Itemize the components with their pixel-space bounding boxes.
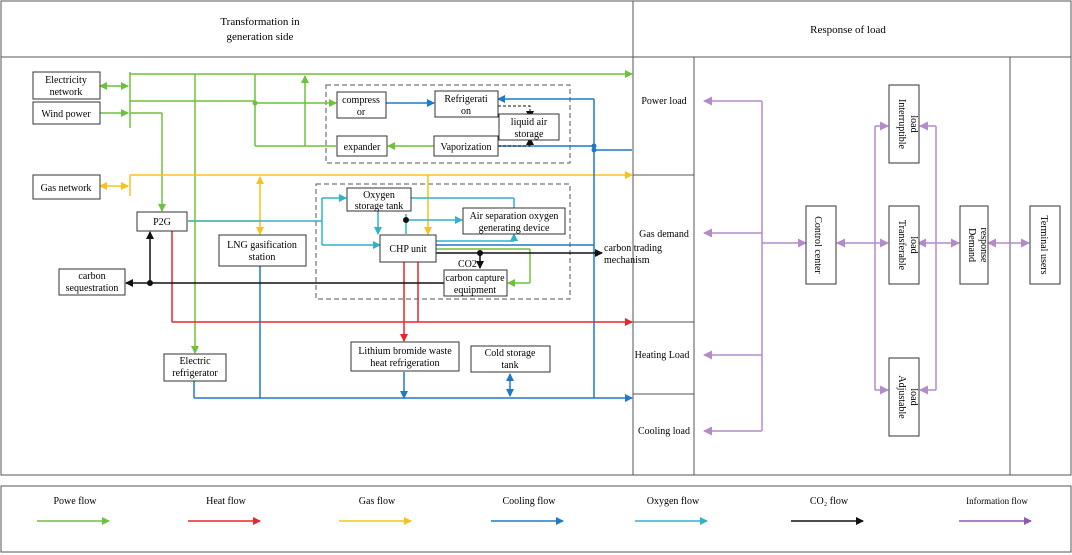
heating-load-label: Heating Load [635, 350, 690, 361]
svg-text:Refrigerati: Refrigerati [444, 94, 488, 105]
legend-label: Information flow [966, 496, 1028, 506]
node-demand-response: Demand response [959, 205, 989, 285]
heat-flow-lines [171, 231, 633, 342]
node-lithium-bromide-refrigeration: Lithium bromide waste heat refrigeration [350, 341, 460, 372]
node-adjustable-load: Adjustable load [888, 357, 920, 437]
node-carbon-capture-equipment: carbon capture equipment [443, 269, 508, 297]
legend-label: Powe flow [53, 496, 97, 507]
legend: Powe flow Heat flow Gas flow Cooling flow Ox… [37, 496, 1032, 525]
label-carbon-trading-mechanism: carbon trading mechanism [604, 243, 662, 266]
svg-text:load: load [908, 115, 919, 132]
node-liquid-air-storage: liquid air storage [498, 113, 560, 141]
legend-label: Heat flow [206, 496, 246, 507]
svg-text:Terminal users: Terminal users [1038, 215, 1049, 274]
legend-label: Oxygen flow [647, 496, 700, 507]
svg-text:carbon capture: carbon capture [445, 273, 505, 284]
node-interruptible-load: Interruptible load [888, 84, 920, 164]
cooling-flow-lines [193, 95, 633, 402]
svg-text:generating device: generating device [479, 223, 550, 234]
node-carbon-sequestration: carbon sequestration [58, 268, 126, 296]
svg-text:refrigerator: refrigerator [172, 368, 218, 379]
co2-label: CO2 [458, 259, 477, 270]
svg-text:storage tank: storage tank [355, 201, 404, 212]
svg-text:Adjustable: Adjustable [896, 375, 907, 419]
node-transferable-load: Transferable load [888, 205, 920, 285]
node-control-center: Control center [805, 205, 837, 285]
liquid-air-subsystem-frame [325, 84, 571, 164]
svg-text:Electricity: Electricity [45, 75, 87, 86]
svg-text:response: response [978, 228, 989, 264]
node-gas-network: Gas network [32, 174, 101, 200]
gas-demand-label: Gas demand [639, 229, 689, 240]
svg-text:Control center: Control center [812, 216, 823, 274]
svg-text:sequestration: sequestration [66, 283, 119, 294]
svg-text:load: load [908, 236, 919, 253]
svg-text:Electric: Electric [179, 356, 211, 367]
svg-text:carbon: carbon [78, 271, 105, 282]
svg-text:liquid air: liquid air [511, 117, 548, 128]
main-frame [0, 0, 1072, 476]
svg-text:Gas network: Gas network [41, 183, 92, 194]
right-section-title: Response of load [810, 24, 886, 36]
svg-text:Vaporization: Vaporization [440, 142, 491, 153]
node-p2g: P2G [136, 211, 188, 232]
node-electric-refrigerator: Electric refrigerator [163, 353, 227, 382]
legend-label: Gas flow [359, 496, 396, 507]
node-electricity-network: Electricity network [32, 71, 101, 100]
left-section-title-line1: Transformation in [220, 16, 300, 28]
node-expander: expander [336, 135, 388, 157]
information-flow-lines [703, 96, 1030, 436]
svg-text:Demand: Demand [966, 228, 977, 262]
svg-text:Air separation oxygen: Air separation oxygen [470, 211, 559, 222]
svg-text:Cold storage: Cold storage [485, 348, 536, 359]
legend-label: Cooling flow [502, 496, 556, 507]
node-cold-storage-tank: Cold storage tank [470, 345, 551, 373]
power-load-label: Power load [641, 96, 686, 107]
svg-text:compress: compress [342, 95, 380, 106]
co2-flow-lines [125, 231, 603, 287]
left-section-title-line2: generation side [227, 31, 294, 43]
node-lng-gasification-station: LNG gasification station [218, 234, 307, 267]
svg-text:Wind power: Wind power [41, 109, 91, 120]
svg-text:Transferable: Transferable [896, 220, 907, 271]
svg-text:on: on [461, 106, 471, 117]
node-vaporization: Vaporization [433, 135, 499, 157]
svg-text:mechanism: mechanism [604, 255, 650, 266]
chp-subsystem-frame [315, 183, 571, 300]
svg-text:carbon trading: carbon trading [604, 243, 662, 254]
svg-text:station: station [249, 252, 276, 263]
svg-text:expander: expander [344, 142, 381, 153]
svg-text:CHP unit: CHP unit [389, 244, 426, 255]
legend-label: CO₂ flow [810, 496, 849, 507]
svg-text:or: or [357, 107, 366, 118]
legend-frame [0, 485, 1072, 553]
svg-text:P2G: P2G [153, 217, 171, 228]
node-refrigeration: Refrigerati on [434, 90, 499, 118]
power-flow-lines [99, 70, 633, 354]
oxygen-flow-lines [188, 194, 518, 249]
svg-text:network: network [50, 87, 83, 98]
node-compressor: compress or [336, 91, 387, 119]
svg-text:storage: storage [515, 129, 544, 140]
svg-text:Oxygen: Oxygen [363, 190, 395, 201]
svg-text:Interruptible: Interruptible [896, 99, 907, 150]
svg-text:Lithium bromide waste: Lithium bromide waste [358, 346, 452, 357]
svg-text:tank: tank [501, 360, 518, 371]
node-wind-power: Wind power [32, 101, 101, 125]
cooling-load-label: Cooling load [638, 426, 690, 437]
node-chp-unit: CHP unit [379, 234, 437, 263]
node-terminal-users: Terminal users [1029, 205, 1061, 285]
node-oxygen-storage-tank: Oxygen storage tank [346, 187, 412, 212]
svg-text:equipment: equipment [454, 285, 496, 296]
svg-text:heat refrigeration: heat refrigeration [370, 358, 439, 369]
svg-text:load: load [908, 388, 919, 405]
svg-text:LNG gasification: LNG gasification [227, 240, 297, 251]
node-air-separation-device: Air separation oxygen generating device [462, 207, 566, 235]
